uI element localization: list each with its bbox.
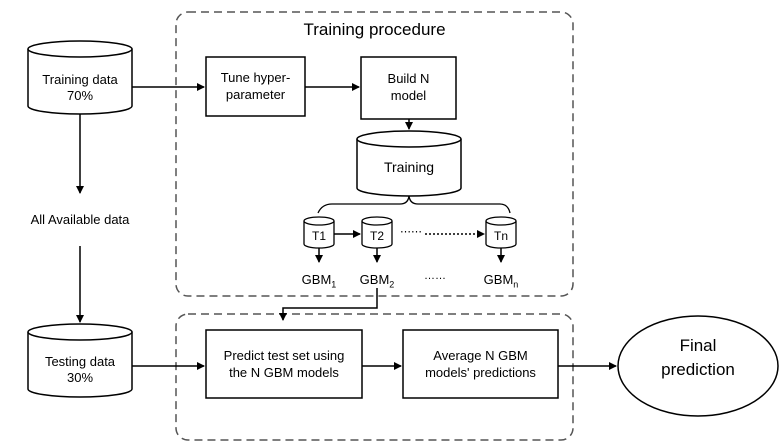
average-predictions-box bbox=[402, 329, 559, 399]
gbmn-base: GBM bbox=[483, 272, 514, 287]
training-procedure-title: Training procedure bbox=[303, 20, 446, 39]
gbm2-base: GBM bbox=[359, 272, 390, 287]
final-line2: prediction bbox=[661, 360, 735, 379]
build-line2: model bbox=[390, 88, 427, 103]
final-prediction-label: Final prediction bbox=[618, 334, 778, 382]
tune-line2: parameter bbox=[225, 87, 286, 102]
predict-line2: the N GBM models bbox=[229, 365, 339, 380]
testing-data-label: Testing data 30% bbox=[28, 354, 132, 386]
prediction-group bbox=[175, 313, 574, 441]
gbm1-base: GBM bbox=[301, 272, 332, 287]
subset-cylinder-t2 bbox=[361, 216, 393, 249]
training-cylinder bbox=[356, 130, 462, 197]
tune-line1: Tune hyper- bbox=[220, 70, 291, 85]
model-gbm-2: GBM2 bbox=[352, 271, 402, 294]
predict-test-set-label: Predict test set using the N GBM models bbox=[206, 347, 362, 381]
all-available-data-label: All Available data bbox=[30, 212, 130, 227]
subset-label-tn: Tn bbox=[493, 229, 508, 243]
subset-label-t2: T2 bbox=[369, 229, 384, 243]
training-cylinder-label: Training bbox=[383, 159, 435, 175]
build-n-model-label: Build N model bbox=[361, 70, 456, 104]
testing-data-line2: 30% bbox=[66, 370, 94, 385]
model-gbm-n: GBMn bbox=[476, 271, 526, 294]
average-line1: Average N GBM bbox=[433, 348, 528, 363]
gbm1-sub: 1 bbox=[331, 279, 337, 290]
model-ellipsis: …… bbox=[424, 270, 446, 282]
gbmn-sub: n bbox=[513, 279, 519, 290]
average-line2: models' predictions bbox=[425, 365, 536, 380]
average-predictions-label: Average N GBM models' predictions bbox=[403, 347, 558, 381]
predict-line1: Predict test set using bbox=[223, 348, 345, 363]
final-prediction-ellipse bbox=[617, 315, 779, 417]
predict-test-set-box bbox=[205, 329, 363, 399]
subset-brace bbox=[317, 195, 511, 214]
testing-data-cylinder bbox=[27, 323, 133, 398]
training-data-cylinder bbox=[27, 40, 133, 115]
gbm2-sub: 2 bbox=[389, 279, 395, 290]
subset-label-t1: T1 bbox=[311, 229, 326, 243]
tune-hyperparameter-label: Tune hyper- parameter bbox=[206, 69, 305, 103]
testing-data-line1: Testing data bbox=[44, 354, 116, 369]
training-procedure-group bbox=[175, 11, 574, 297]
model-gbm-1: GBM1 bbox=[294, 271, 344, 294]
training-data-label: Training data 70% bbox=[28, 72, 132, 104]
subset-ellipsis: ⋯⋯ bbox=[400, 226, 422, 238]
training-data-line2: 70% bbox=[66, 88, 94, 103]
subset-cylinder-tn bbox=[485, 216, 517, 249]
subset-cylinder-t1 bbox=[303, 216, 335, 249]
build-line1: Build N bbox=[387, 71, 430, 86]
final-line1: Final bbox=[679, 336, 717, 355]
arrow-models-to-predict bbox=[279, 288, 378, 321]
training-data-line1: Training data bbox=[42, 72, 118, 87]
